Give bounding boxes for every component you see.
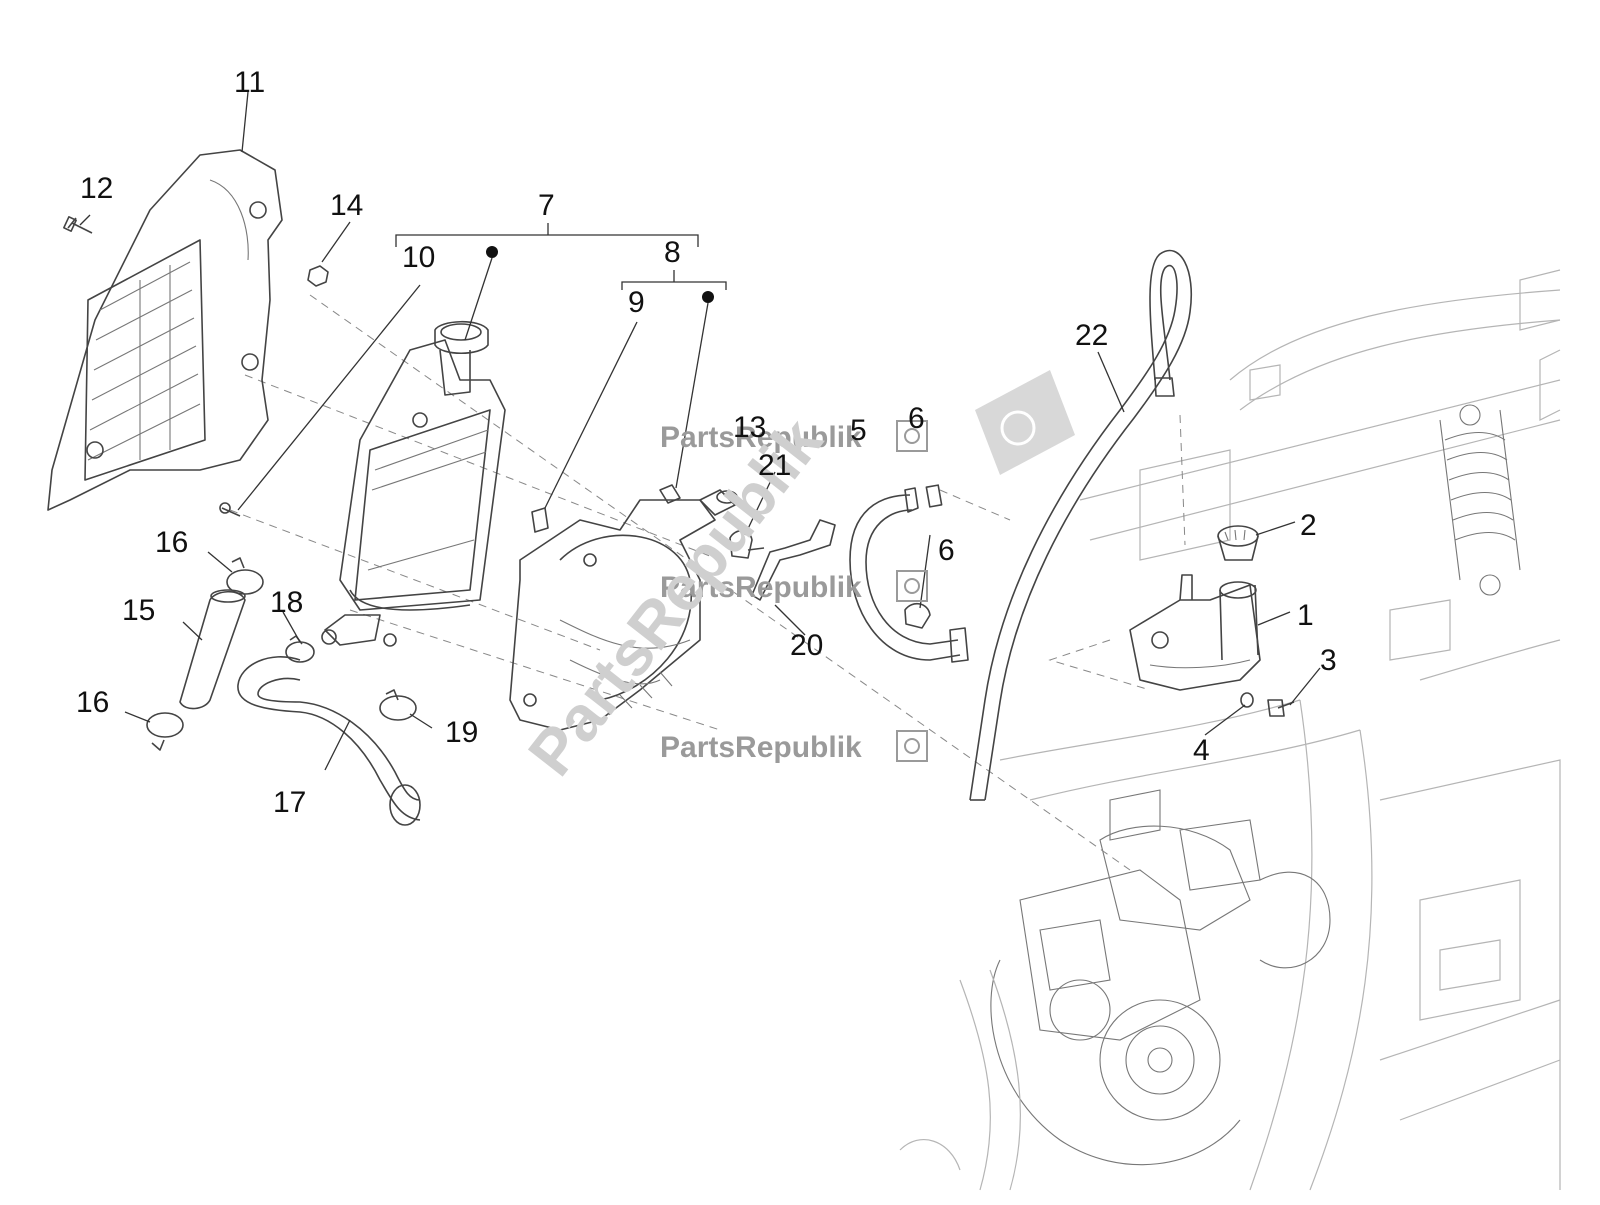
scooter-frame-background [899, 269, 1561, 1191]
overflow-hose [969, 249, 1192, 801]
callout-6-lower: 6 [938, 534, 955, 567]
watermark: PartsRepublik PartsRepublik PartsRepubli… [514, 370, 1075, 789]
expansion-tank [1129, 574, 1261, 691]
nut-14 [307, 265, 329, 287]
callout-11: 11 [234, 66, 265, 99]
hose-5 [849, 487, 969, 663]
screw-10 [219, 502, 241, 517]
callout-7: 7 [538, 189, 555, 222]
callout-18: 18 [270, 586, 303, 619]
callout-8: 8 [664, 236, 681, 269]
callout-21: 21 [758, 449, 791, 482]
hose-clamp-19 [379, 689, 417, 721]
assembly-guide-lines [229, 294, 1186, 871]
tank-cap [1217, 525, 1259, 561]
washer-4 [1240, 692, 1254, 708]
callout-1: 1 [1297, 599, 1314, 632]
callout-17: 17 [273, 786, 306, 819]
gear-icon [896, 370, 1075, 762]
callout-2: 2 [1300, 509, 1317, 542]
callout-12: 12 [80, 172, 113, 205]
callout-16-upper: 16 [155, 526, 188, 559]
hose-15 [179, 589, 246, 710]
bracket-20 [751, 519, 836, 601]
clip-9 [531, 507, 549, 533]
callout-22: 22 [1075, 319, 1108, 352]
callout-5: 5 [850, 414, 867, 447]
callout-10: 10 [402, 241, 435, 274]
callout-13: 13 [733, 411, 766, 444]
callout-3: 3 [1320, 644, 1337, 677]
hose-clamp-16-upper [226, 557, 264, 595]
callouts: 1 2 3 4 5 6 6 7 8 9 10 11 12 13 14 15 16… [76, 66, 1337, 819]
callout-19: 19 [445, 716, 478, 749]
callout-4: 4 [1193, 734, 1210, 767]
callout-15: 15 [122, 594, 155, 627]
bolt-12 [63, 216, 93, 234]
callout-16-lower: 16 [76, 686, 109, 719]
callout-6-upper: 6 [908, 402, 925, 435]
callout-20: 20 [790, 629, 823, 662]
clamp-6 [904, 484, 943, 629]
radiator [321, 320, 506, 647]
callout-9: 9 [628, 286, 645, 319]
spacer-13 [699, 489, 738, 516]
hose-17 [237, 656, 421, 826]
watermark-text-3: PartsRepublik [660, 731, 862, 764]
hose-clamp-16-lower [146, 712, 184, 751]
watermark-text-1: PartsRepublik [660, 421, 862, 454]
callout-14: 14 [330, 189, 363, 222]
fan-shroud [509, 484, 716, 731]
watermark-text-2: PartsRepublik [660, 571, 862, 604]
radiator-cover [47, 149, 283, 511]
